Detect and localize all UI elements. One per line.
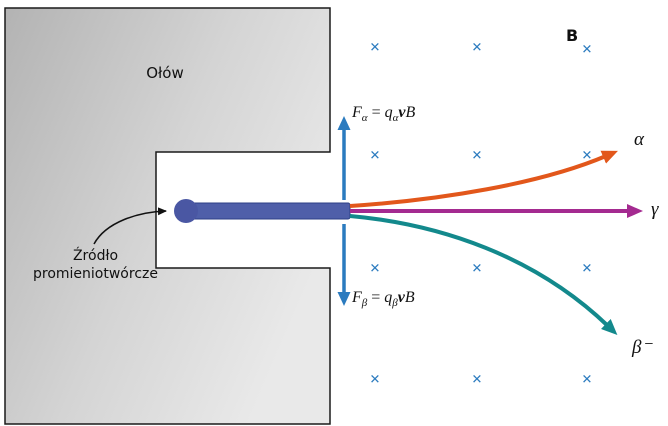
field-b-label: B — [566, 26, 579, 45]
beta-ray-label: β⁻ — [632, 337, 652, 358]
field-cross-icon: ✕ — [581, 372, 593, 388]
velocity-symbol: v — [397, 289, 405, 306]
force-symbol: F — [352, 104, 362, 121]
force-symbol: F — [352, 289, 362, 306]
charge-symbol: q — [384, 104, 393, 121]
force-alpha-formula: Fα = qαvB — [352, 104, 415, 124]
force-subscript: β — [361, 297, 368, 310]
field-cross-icon: ✕ — [471, 372, 483, 388]
equals-sign: = — [367, 104, 385, 121]
beta-ray-path — [349, 214, 618, 335]
field-cross-icon: ✕ — [369, 148, 381, 164]
field-cross-icon: ✕ — [471, 261, 483, 277]
field-cross-icon: ✕ — [471, 40, 483, 56]
field-cross-icon: ✕ — [581, 261, 593, 277]
force-subscript: α — [361, 112, 368, 125]
gamma-ray-label: γ — [651, 199, 659, 220]
field-cross-icon: ✕ — [369, 261, 381, 277]
lead-block — [4, 7, 331, 425]
field-cross-icon: ✕ — [581, 42, 593, 58]
alpha-ray-label: α — [634, 129, 644, 150]
beam-bar — [189, 202, 351, 220]
field-cross-icon: ✕ — [369, 372, 381, 388]
field-cross-icon: ✕ — [581, 148, 593, 164]
charge-subscript: α — [392, 112, 399, 125]
source-dot — [174, 199, 198, 223]
source-label: Źródło promieniotwórcze — [33, 248, 158, 283]
velocity-symbol: v — [398, 104, 406, 121]
bfield-symbol: B — [405, 104, 416, 121]
alpha-ray-path — [349, 150, 618, 208]
charge-subscript: β — [392, 297, 398, 310]
force-beta-formula: Fβ = qβvB — [352, 289, 415, 309]
equals-sign: = — [367, 289, 385, 306]
field-cross-icon: ✕ — [471, 148, 483, 164]
source-pointer-arrow — [93, 207, 167, 245]
field-cross-icon: ✕ — [369, 40, 381, 56]
lead-label: Ołów — [146, 64, 184, 82]
bfield-symbol: B — [404, 289, 415, 306]
charge-symbol: q — [384, 289, 393, 306]
